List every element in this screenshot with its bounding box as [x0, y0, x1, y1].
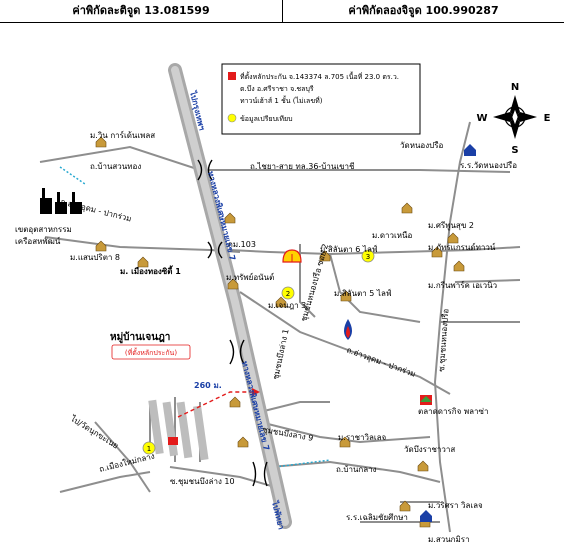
legend-line-1: ที่ตั้งหลักประกัน จ.143374 ล.705 เนื้อที…	[240, 70, 399, 81]
coordinates-header: ค่าพิกัดละติจูด 13.081599 ค่าพิกัดลองจิจ…	[0, 0, 564, 23]
latitude-label: ค่าพิกัดละติจูด 13.081599	[0, 0, 283, 22]
comparison-3-label: 3	[366, 253, 370, 261]
win-garden-label: ม.วิน การ์เด้นเพลส	[90, 130, 155, 140]
legend-line-3: ทาวน์เฮ้าส์ 1 ชั้น (ไม่เลขที่)	[240, 94, 323, 105]
km103-label: กม.103	[228, 240, 256, 249]
cherry-land-label: ม.ทรัพย์อนันต์	[226, 272, 274, 282]
road-ao-udom-2: ถ.อ่าวอุดม - ปากร่วม	[345, 345, 417, 378]
industrial-estate-label-2: เครือสหพัฒน์	[15, 236, 61, 246]
school-wat-nong-prue-label: ร.ร.วัดหนองปรือ	[460, 161, 517, 170]
pattaradee-label: ม.ภัทรแกรนด์ทาวน์	[428, 242, 496, 252]
to-wat-label: ไป/วัดนุกขะเนย	[68, 414, 120, 451]
wat-nong-prue-label: วัดหนองปรือ	[400, 141, 444, 150]
industrial-estate-label: เขตอุตสาหกรรม	[15, 225, 72, 234]
soi-1-label: ชุมชนบึงล่าง 1	[271, 328, 291, 380]
srisuk-label: ม.ศรีพูนสุข 2	[428, 221, 474, 231]
village-title: หมู่บ้านเจนฎา	[110, 331, 170, 344]
wat-rachawat-label: วัดบึงราชาวาส	[404, 445, 455, 454]
compass-w: W	[476, 113, 487, 124]
sila-6-label: ม.สิลันตา 6 ไลฟ์	[320, 244, 378, 254]
village-blocks	[148, 399, 209, 461]
green-park-label: ม.กรีนพาร์ค เอเวนิว	[428, 280, 497, 290]
distance-line	[177, 391, 255, 418]
market-label: ตลาดดารกิจ พลาซ่า	[418, 407, 488, 416]
soi-nong-prue-label: ซ.ชุมชนหนองปรือ	[437, 308, 450, 372]
compass-s: S	[511, 145, 518, 156]
dao-nuea-label: ม.ดาวเหนือ	[372, 231, 412, 240]
compass	[493, 95, 537, 139]
distance-label: 260 ม.	[194, 381, 222, 390]
legend-line-4: ข้อมูลเปรียบเทียบ	[240, 115, 293, 123]
comparison-1-label: 1	[147, 445, 151, 453]
shell-station-icon	[282, 249, 302, 263]
road-sai-hua-36: ถ.ไชยา-สาย ทล.36-บ้านเขาชี	[250, 162, 355, 171]
legend: ที่ตั้งหลักประกัน จ.143374 ล.705 เนื้อที…	[221, 63, 421, 135]
school-chalerm-label: ร.ร.เฉลิมชัยศึกษา	[346, 513, 408, 522]
property-marker	[168, 437, 178, 445]
soi-2-label: ชุมชนหนองปรือ ซอย 2	[299, 243, 330, 323]
saenpirom-label: ม.แสนปริตา 8	[70, 253, 120, 262]
longitude-label: ค่าพิกัดลองจิจูด 100.990287	[348, 4, 499, 17]
soi-bueng-10-label: ซ.ชุมชนบึงล่าง 10	[170, 477, 235, 486]
sila-5-label: ม.สิลันตา 5 ไลฟ์	[334, 288, 392, 298]
village-sub-box: (ที่ตั้งหลักประกัน)	[111, 344, 191, 360]
road-mueang-klang-label: ถ.เมืองใหม่กลาง	[98, 451, 155, 473]
location-map: 1 2 3 ที่ตั้งหลักประกัน จ.143374 ล.705 เ…	[15, 63, 551, 544]
comparison-2-label: 2	[286, 290, 290, 298]
ratchawadee-label: ม.ราชาวิลเลจ	[338, 433, 387, 442]
compass-e: E	[544, 113, 551, 124]
road-ban-suan-thong: ถ.บ้านสวนทอง	[90, 162, 141, 171]
mueang-thong-label: ม. เมืองทองซิตี้ 1	[120, 265, 181, 276]
legend-line-2: ต.บึง อ.ศรีราชา จ.ชลบุรี	[240, 84, 314, 93]
suan-mon-label: ม.สวนกมิรา	[428, 535, 470, 544]
ptt-station-icon	[344, 319, 352, 340]
ban-nong-klang-label: ถ.บ้านกลาง	[336, 465, 377, 474]
landmark-icons	[420, 144, 476, 522]
comparison-markers	[142, 249, 375, 455]
rachata-label: ม.วริศรา วิลเลจ	[428, 501, 483, 510]
village-sub-label: (ที่ตั้งหลักประกัน)	[125, 346, 177, 357]
legend-property-swatch	[228, 72, 236, 80]
factory-icon	[40, 188, 82, 214]
jenjira-3-label: ม.เจนฎา 3	[268, 301, 306, 310]
compass-n: N	[511, 82, 519, 93]
legend-compare-swatch	[227, 113, 237, 123]
